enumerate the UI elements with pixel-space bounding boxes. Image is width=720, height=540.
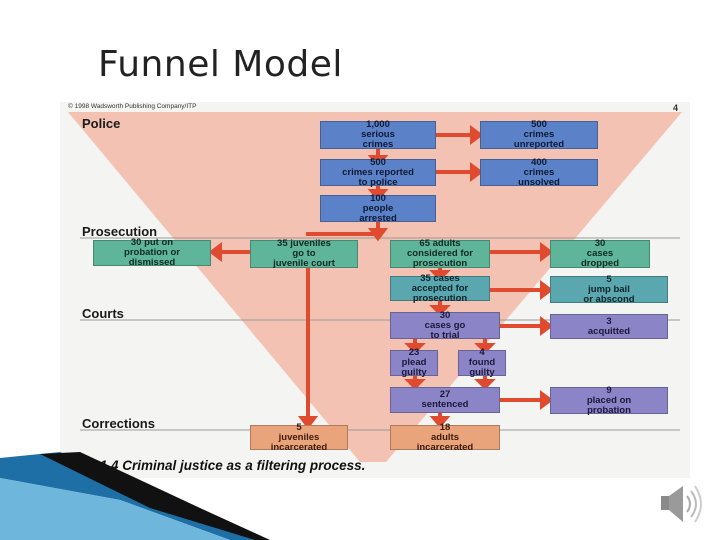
arrow-10: [429, 305, 451, 316]
box-people-arrested: 100 people arrested: [320, 193, 436, 223]
arrow-15: [404, 379, 426, 390]
arrow-16: [474, 379, 496, 390]
figure-caption: Fig. 1.4 Criminal justice as a filtering…: [72, 458, 366, 473]
box-crimes-unreported: 500 crimes unreported: [480, 120, 598, 150]
box-adults-incarcerated: 18 adults incarcerated: [390, 422, 500, 452]
arrow-18: [429, 416, 451, 429]
slide-title: Funnel Model: [98, 44, 343, 85]
arrow-11: [540, 280, 554, 300]
figure-page-number: 4: [672, 103, 678, 113]
arrow-7: [298, 416, 318, 430]
box-adults-considered: 65 adults considered for prosecution: [390, 239, 490, 269]
speaker-icon[interactable]: [655, 478, 707, 530]
funnel-graphic: [68, 112, 682, 462]
arrow-6: [208, 242, 222, 262]
corner-swoosh-decoration: [0, 452, 270, 540]
arrow-5: [470, 162, 484, 182]
stage-police: Police: [82, 116, 121, 131]
box-placed-probation: 9 placed on probation: [550, 385, 668, 415]
box-cases-accepted: 35 cases accepted for prosecution: [390, 273, 490, 303]
box-sentenced: 27 sentenced: [390, 387, 500, 413]
stage-courts: Courts: [82, 306, 124, 321]
box-crimes-unsolved: 400 crimes unsolved: [480, 157, 598, 187]
arrow-2: [367, 189, 389, 202]
arrow-4: [470, 125, 484, 145]
arrow-17: [540, 390, 554, 410]
arrow-13: [404, 343, 426, 354]
stage-corrections: Corrections: [82, 416, 155, 431]
copyright-text: © 1998 Wadsworth Publishing Company/ITP: [68, 103, 197, 110]
box-plead-guilty: 23 plead guilty: [390, 348, 438, 378]
box-serious-crimes: 1,000 serious crimes: [320, 120, 436, 150]
box-jump-bail: 5 jump bail or abscond: [550, 274, 668, 304]
box-acquitted: 3 acquitted: [550, 314, 668, 339]
arrow-14: [474, 343, 496, 354]
box-juveniles-court: 35 juveniles go to juvenile court: [250, 239, 358, 269]
arrow-9: [540, 242, 554, 262]
stage-prosecution: Prosecution: [82, 224, 158, 239]
arrow-8: [429, 270, 451, 281]
box-juveniles-incarcerated: 5 juveniles incarcerated: [250, 422, 348, 452]
funnel-figure: © 1998 Wadsworth Publishing Company/ITP …: [60, 102, 690, 478]
box-cases-dropped: 30 cases dropped: [550, 239, 650, 269]
arrow-12: [540, 316, 554, 336]
box-probation-dismissed: 30 put on probation or dismissed: [93, 238, 211, 268]
box-found-guilty: 4 found guilty: [458, 348, 506, 378]
box-crimes-reported: 500 crimes reported to police: [320, 157, 436, 187]
funnel-shape: [68, 112, 682, 462]
box-cases-trial: 30 cases go to trial: [390, 310, 500, 340]
